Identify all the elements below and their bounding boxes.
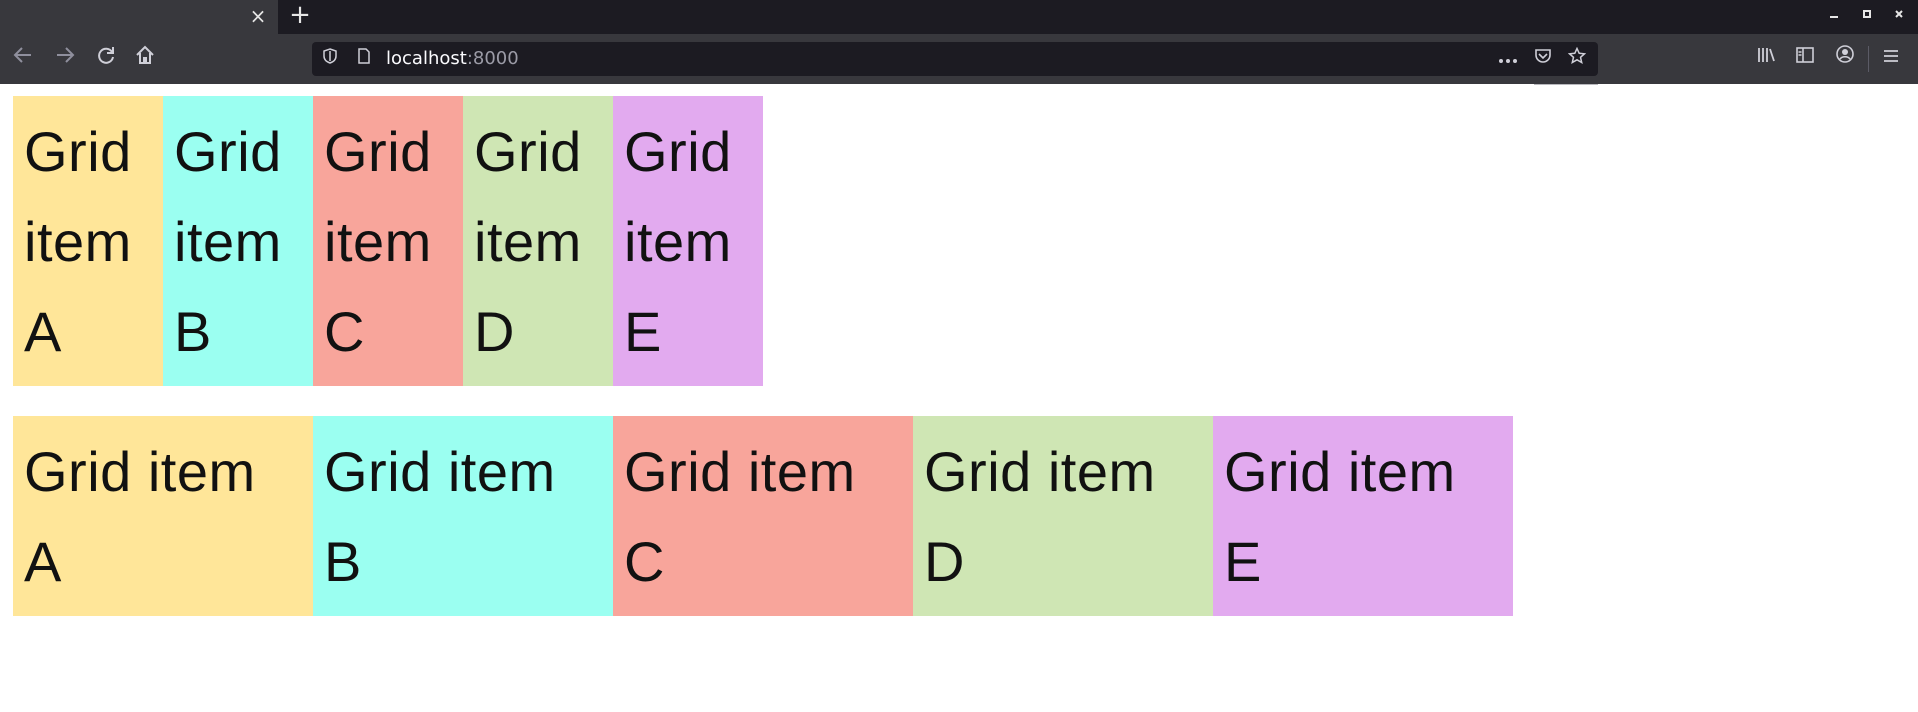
reload-icon[interactable] [91,44,121,74]
grid-item-b: Grid item B [163,96,313,386]
grid-item-e: Grid item E [613,96,763,386]
active-tab[interactable]: × [0,0,278,34]
grid-container-narrow: Grid item A Grid item B Grid item C Grid… [13,96,763,386]
url-bar[interactable]: localhost:8000 [312,42,1598,76]
close-window-icon[interactable] [1887,4,1911,28]
new-tab-icon[interactable]: + [289,0,311,30]
toolbar-edge-line [1534,84,1598,85]
url-port: :8000 [466,48,519,69]
grid-item-c: Grid item C [613,416,913,616]
grid-item-a: Grid item A [13,96,163,386]
grid-container-wide: Grid item A Grid item B Grid item C Grid… [13,416,1513,616]
grid-item-a: Grid item A [13,416,313,616]
sidebar-icon[interactable] [1790,44,1820,74]
hamburger-menu-icon[interactable] [1876,44,1906,74]
url-host: localhost [386,48,467,69]
star-icon[interactable] [1565,46,1589,71]
grid-item-d: Grid item D [913,416,1213,616]
grid-item-d: Grid item D [463,96,613,386]
tab-strip: × + [0,0,1918,34]
minimize-icon[interactable] [1822,4,1846,28]
grid-item-c: Grid item C [313,96,463,386]
shield-icon[interactable] [318,47,342,71]
forward-arrow-icon[interactable] [50,44,80,74]
grid-item-b: Grid item B [313,416,613,616]
page-icon[interactable] [352,47,376,71]
home-icon[interactable] [130,44,160,74]
maximize-icon[interactable] [1855,4,1879,28]
pocket-icon[interactable] [1531,47,1555,71]
tab-close-icon[interactable]: × [249,4,267,28]
browser-chrome: × + localhost:8000 [0,0,1918,84]
account-icon[interactable] [1830,44,1860,74]
more-icon[interactable] [1496,47,1520,71]
library-icon[interactable] [1751,44,1781,74]
back-arrow-icon[interactable] [8,44,38,74]
grid-item-e: Grid item E [1213,416,1513,616]
toolbar-divider [1868,46,1869,72]
url-text[interactable]: localhost:8000 [386,42,519,76]
